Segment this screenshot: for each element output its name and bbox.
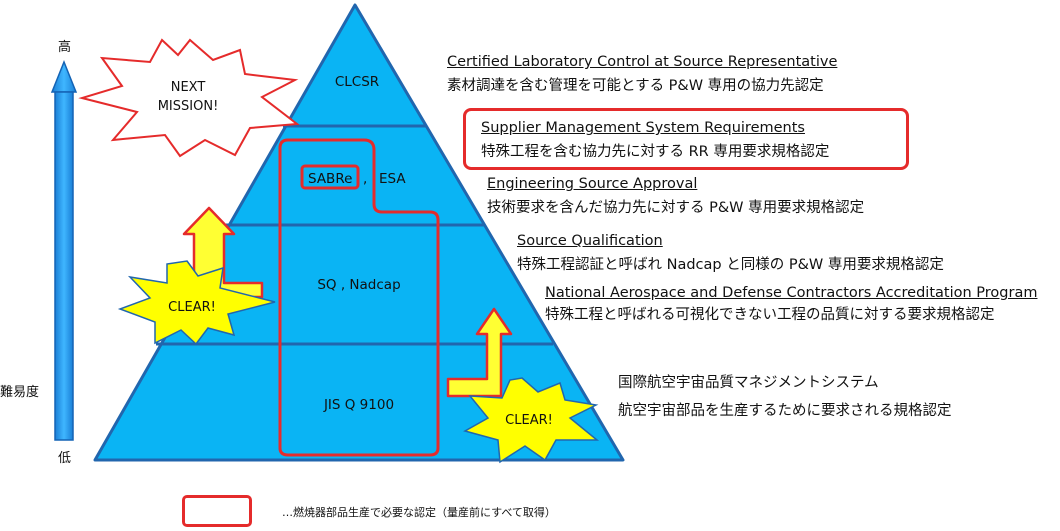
next-mission-line1: NEXT [171, 80, 206, 95]
difficulty-axis-arrow [50, 59, 78, 441]
clear-label-right: CLEAR! [505, 413, 553, 428]
legend-label: …燃焼器部品生産で必要な認定（量産前にすべて取得） [282, 506, 556, 519]
description-clcsr: Certified Laboratory Control at Source R… [447, 52, 837, 96]
description-smsr: Supplier Management System Requirements … [481, 118, 829, 162]
level-clcsr: CLCSR [335, 74, 379, 90]
required-certification-outline [278, 138, 440, 457]
sq-summary: 特殊工程認証と呼ばれ Nadcap と同様の P&W 専用要求規格認定 [517, 257, 944, 273]
sabre-highlight-box [300, 164, 360, 190]
clear-label-left: CLEAR! [168, 300, 216, 315]
esa-summary: 技術要求を含んだ協力先に対する P&W 専用要求規格認定 [487, 200, 865, 216]
axis-title: 難易度 [0, 384, 39, 400]
smsr-summary: 特殊工程を含む協力先に対する RR 専用要求規格認定 [481, 144, 830, 160]
level-sq-nadcap: SQ , Nadcap [317, 277, 400, 293]
esa-full-name: Engineering Source Approval [487, 176, 698, 192]
next-mission-line2: MISSION! [158, 99, 219, 114]
axis-high-label: 高 [58, 39, 71, 55]
clear-burst-right [463, 377, 600, 464]
axis-low-label: 低 [58, 451, 71, 466]
description-esa: Engineering Source Approval 技術要求を含んだ協力先に… [487, 174, 864, 218]
clear-burst-left [117, 260, 276, 346]
description-nadcap: National Aerospace and Defense Contracto… [545, 283, 1037, 325]
clcsr-summary: 素材調達を含む管理を可能とする P&W 専用の協力先認定 [447, 78, 824, 94]
next-mission-burst [78, 38, 300, 158]
legend-swatch [182, 495, 252, 527]
jisq9100-full-name: 国際航空宇宙品質マネジメントシステム [618, 375, 879, 391]
smsr-full-name: Supplier Management System Requirements [481, 120, 805, 136]
level-jis-q-9100: JIS Q 9100 [323, 397, 394, 413]
level-separator: , [363, 171, 367, 187]
level-sabre: SABRe [308, 171, 352, 187]
clcsr-full-name: Certified Laboratory Control at Source R… [447, 54, 838, 70]
description-jisq9100: 国際航空宇宙品質マネジメントシステム 航空宇宙部品を生産するために要求される規格… [618, 373, 952, 421]
smsr-highlight-box [463, 108, 909, 170]
sq-full-name: Source Qualification [517, 233, 663, 249]
nadcap-summary: 特殊工程と呼ばれる可視化できない工程の品質に対する要求規格認定 [545, 307, 995, 323]
jisq9100-summary: 航空宇宙部品を生産するために要求される規格認定 [618, 403, 952, 419]
nadcap-full-name: National Aerospace and Defense Contracto… [545, 285, 1038, 301]
description-sq: Source Qualification 特殊工程認証と呼ばれ Nadcap と… [517, 231, 944, 275]
level-esa: ESA [379, 171, 406, 187]
